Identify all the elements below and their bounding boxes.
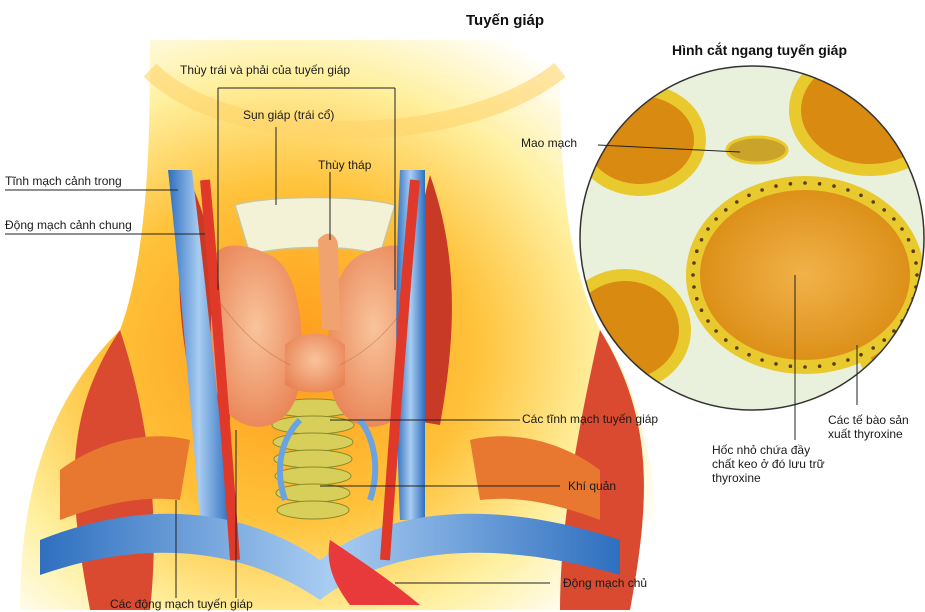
cell-nucleus [774, 362, 778, 366]
label-thyroid-cartilage: Sụn giáp (trái cổ) [243, 108, 334, 122]
cell-nucleus [915, 273, 919, 277]
cell-nucleus [832, 184, 836, 188]
cell-nucleus [882, 338, 886, 342]
trachea-ring [275, 467, 351, 485]
label-internal-jugular: Tĩnh mạch cảnh trong [5, 174, 122, 188]
cell-nucleus [714, 217, 718, 221]
cell-nucleus [700, 238, 704, 242]
label-thyroid-veins: Các tĩnh mạch tuyến giáp [522, 412, 658, 426]
trachea-ring [272, 416, 354, 434]
cell-nucleus [724, 338, 728, 342]
label-follicle-cavity: Hốc nhỏ chứa đầy chất keo ở đó lưu trữ t… [712, 443, 832, 485]
label-producing-cells: Các tế bào sản xuất thyroxine [828, 413, 920, 441]
cell-nucleus [747, 194, 751, 198]
cell-nucleus [892, 217, 896, 221]
cell-nucleus [724, 208, 728, 212]
label-trachea: Khí quản [568, 479, 616, 493]
cell-nucleus [818, 364, 822, 368]
cell-nucleus [695, 297, 699, 301]
cell-nucleus [907, 238, 911, 242]
label-capillary: Mao mạch [521, 136, 577, 150]
cell-nucleus [859, 194, 863, 198]
label-aorta: Động mạch chủ [563, 576, 647, 590]
cell-nucleus [714, 329, 718, 333]
cell-nucleus [900, 227, 904, 231]
cross-section-inset [565, 50, 925, 410]
cell-nucleus [706, 319, 710, 323]
cell-nucleus [846, 188, 850, 192]
cell-nucleus [846, 358, 850, 362]
cell-nucleus [692, 285, 696, 289]
cell-nucleus [803, 181, 807, 185]
cell-nucleus [691, 273, 695, 277]
label-lobes: Thùy trái và phải của tuyến giáp [180, 63, 350, 77]
cell-nucleus [735, 346, 739, 350]
cell-nucleus [803, 365, 807, 369]
trachea-ring [277, 501, 349, 519]
cell-nucleus [914, 261, 918, 265]
cell-nucleus [735, 200, 739, 204]
cell-nucleus [871, 200, 875, 204]
cell-nucleus [882, 208, 886, 212]
cell-nucleus [692, 261, 696, 265]
inset-title: Hình cắt ngang tuyến giáp [672, 43, 847, 57]
label-common-carotid: Động mạch cảnh chung [5, 218, 132, 232]
cell-nucleus [871, 346, 875, 350]
cell-nucleus [818, 182, 822, 186]
cell-nucleus [747, 353, 751, 357]
cell-nucleus [789, 182, 793, 186]
trachea-ring [274, 450, 352, 468]
cell-nucleus [760, 358, 764, 362]
cell-nucleus [706, 227, 710, 231]
cell-nucleus [774, 184, 778, 188]
cell-nucleus [789, 364, 793, 368]
cell-nucleus [832, 362, 836, 366]
cell-nucleus [695, 249, 699, 253]
cell-nucleus [760, 188, 764, 192]
thyroid-cartilage [235, 198, 395, 256]
cell-nucleus [859, 353, 863, 357]
label-pyramidal-lobe: Thùy tháp [318, 158, 371, 172]
label-thyroid-arteries: Các động mạch tuyến giáp [110, 597, 253, 611]
diagram-title: Tuyến giáp [466, 14, 544, 28]
cell-nucleus [911, 249, 915, 253]
cell-nucleus [700, 308, 704, 312]
